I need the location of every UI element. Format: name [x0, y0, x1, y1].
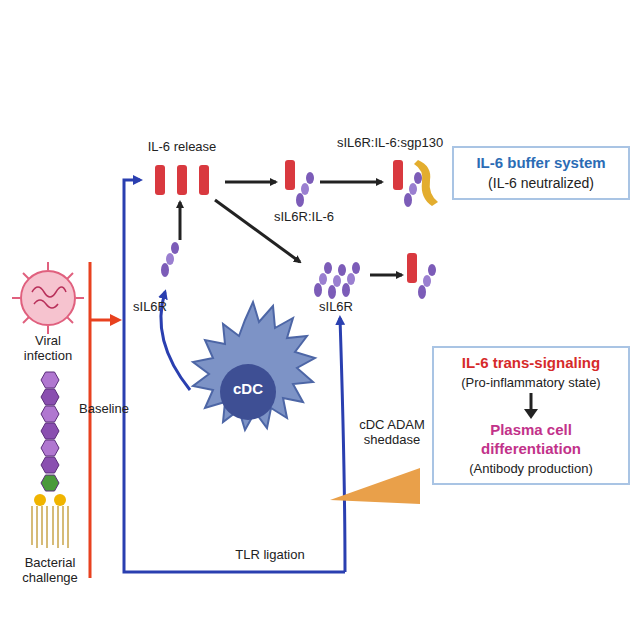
virus-icon [12, 262, 84, 334]
text-label: sIL6R [319, 300, 353, 315]
node-text: (Pro-inflammatory state) [442, 375, 620, 391]
node-text: (IL-6 neutralized) [462, 175, 620, 193]
inner-arrow [442, 391, 620, 421]
text-label: Baseline [79, 402, 129, 417]
text-label: sIL6R [133, 300, 167, 315]
process-box: IL-6 buffer system (IL-6 neutralized) [452, 146, 630, 200]
text-label: TLR ligation [235, 548, 304, 563]
sil6r-icon [161, 242, 179, 277]
complex-icons [285, 160, 438, 299]
process-box: IL-6 trans-signaling (Pro-inflammatory st… [432, 346, 630, 485]
node-text: IL-6 trans-signaling [442, 354, 620, 373]
text-label: Bacterial challenge [5, 556, 95, 586]
node-text: IL-6 buffer system [462, 154, 620, 173]
node-text: (Antibody production) [442, 461, 620, 477]
text-label: sIL6R:IL-6:sgp130 [337, 136, 443, 151]
sheddase-wedge [330, 468, 420, 504]
text-label: IL-6 release [148, 140, 217, 155]
text-label: sIL6R:IL-6 [274, 210, 334, 225]
stimulus-bracket [90, 262, 118, 578]
lps-icon [32, 372, 68, 548]
tlr-loop [124, 180, 345, 572]
text-label: cDC ADAM sheddase [352, 418, 432, 448]
il6-molecules [155, 165, 209, 195]
arrow-down [521, 391, 541, 421]
node-text: cDC [218, 380, 278, 399]
cell-node: cDC [218, 380, 278, 399]
dendritic-cell [193, 302, 315, 430]
node-text: Plasma cell differentiation [442, 421, 620, 459]
text-label: Viral infection [13, 334, 83, 364]
